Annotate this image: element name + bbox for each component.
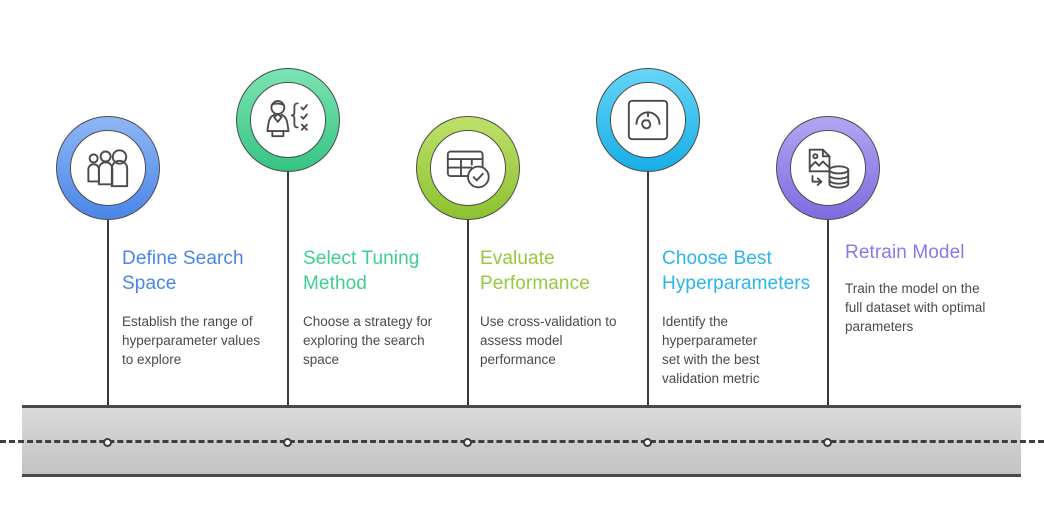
step-node-4[interactable] (596, 68, 700, 172)
step-node-1-inner (70, 130, 146, 206)
stem-dot-5 (823, 438, 832, 447)
road-center-dashed-line (0, 440, 1044, 443)
step-desc-5: Train the model on the full dataset with… (845, 281, 986, 334)
step-column-4: Choose Best Hyperparameters Identify the… (662, 246, 820, 388)
step-title-1: Define Search Space (122, 248, 244, 294)
step-node-3-inner (430, 130, 506, 206)
step-node-5-inner (790, 130, 866, 206)
step-title-2: Select Tuning Method (303, 248, 420, 294)
step-node-2-inner (250, 82, 326, 158)
step-title-5: Retrain Model (845, 242, 965, 263)
image-to-database-icon (808, 148, 849, 189)
stem-5 (827, 210, 829, 442)
step-desc-2: Choose a strategy for exploring the sear… (303, 314, 433, 367)
step-node-4-inner (610, 82, 686, 158)
step-column-2: Select Tuning Method Choose a strategy f… (303, 246, 443, 369)
step-desc-1: Establish the range of hyperparameter va… (122, 314, 261, 367)
stem-dot-3 (463, 438, 472, 447)
step-title-3: Evaluate Performance (480, 248, 590, 294)
step-desc-3: Use cross-validation to assess model per… (480, 314, 617, 367)
step-node-5[interactable] (776, 116, 880, 220)
step-node-2[interactable] (236, 68, 340, 172)
step-node-3[interactable] (416, 116, 520, 220)
stem-4 (647, 162, 649, 442)
three-people-icon (87, 149, 129, 188)
gauge-icon (627, 99, 669, 141)
person-options-brace-icon (266, 100, 308, 138)
step-desc-4: Identify the hyperparameter set with the… (662, 314, 760, 386)
stem-2 (287, 162, 289, 442)
stem-dot-1 (103, 438, 112, 447)
step-column-3: Evaluate Performance Use cross-validatio… (480, 246, 632, 369)
table-check-icon (446, 150, 490, 188)
step-column-5: Retrain Model Train the model on the ful… (845, 240, 990, 336)
stem-dot-4 (643, 438, 652, 447)
stem-3 (467, 210, 469, 442)
step-node-1[interactable] (56, 116, 160, 220)
stem-dot-2 (283, 438, 292, 447)
stem-1 (107, 210, 109, 442)
step-title-4: Choose Best Hyperparameters (662, 248, 811, 294)
step-column-1: Define Search Space Establish the range … (122, 246, 262, 369)
